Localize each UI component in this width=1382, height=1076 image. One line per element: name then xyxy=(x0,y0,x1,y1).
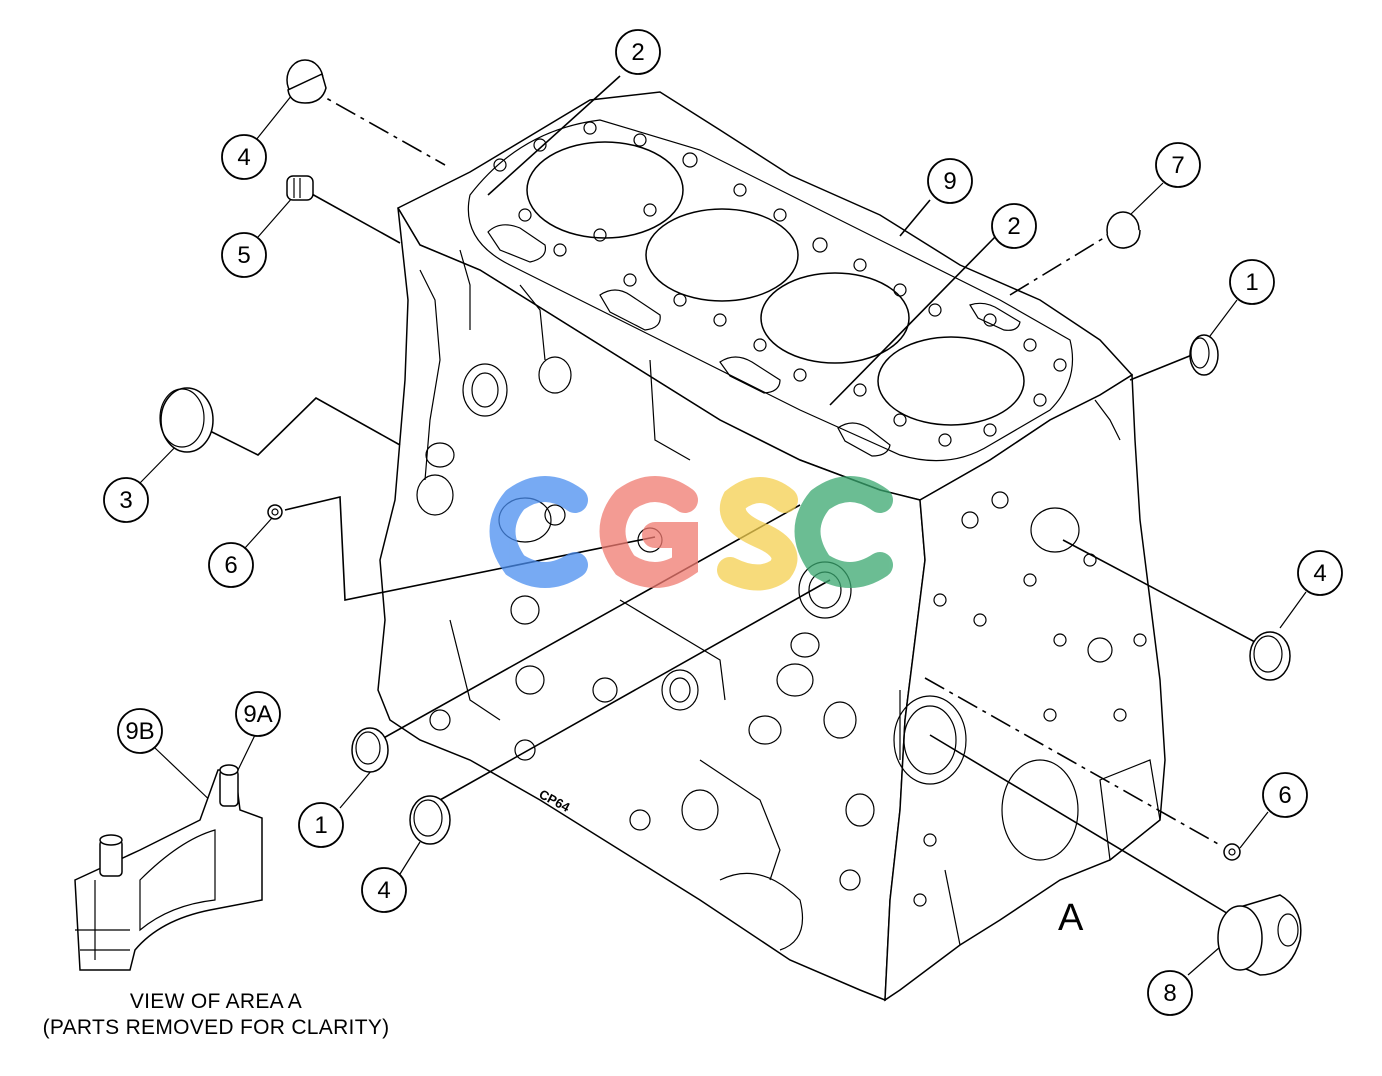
callout-circle xyxy=(615,29,661,75)
engine-block xyxy=(377,91,1166,1002)
callout-circle xyxy=(103,477,149,523)
callout-circle xyxy=(235,691,281,737)
callout-c4c: 4 xyxy=(361,867,407,913)
callout-circle xyxy=(221,232,267,278)
callout-circle xyxy=(991,203,1037,249)
area-label: A xyxy=(1058,897,1084,939)
callout-label: 3 xyxy=(119,487,132,514)
plug-3 xyxy=(159,387,214,453)
callout-circle xyxy=(117,708,163,754)
callout-circle xyxy=(1297,550,1343,596)
callout-circle xyxy=(1147,970,1193,1016)
plug-1-top-right xyxy=(1189,334,1219,376)
callout-c6b: 6 xyxy=(1262,772,1308,818)
callout-circle xyxy=(1155,142,1201,188)
caption-line-1: VIEW OF AREA A xyxy=(129,990,303,1013)
callout-label: 9B xyxy=(125,718,154,745)
cylinder-bore-3 xyxy=(760,272,910,364)
callout-circle xyxy=(927,158,973,204)
plug-5 xyxy=(286,175,314,201)
callout-c5: 5 xyxy=(221,232,267,278)
callout-circle xyxy=(1262,772,1308,818)
plug-6-right xyxy=(1223,843,1241,861)
callout-c2a: 2 xyxy=(615,29,661,75)
callout-c9b: 9B xyxy=(117,708,163,754)
callout-c1a: 1 xyxy=(1229,259,1275,305)
plug-7 xyxy=(1106,211,1141,249)
callout-label: 9A xyxy=(243,701,272,728)
callout-label: 4 xyxy=(377,877,390,904)
callout-circle xyxy=(221,134,267,180)
callout-bubbles: 2 4 5 9 7 2 1 3 6 4 9B 9A 1 4 6 8 xyxy=(103,29,1343,1016)
plug-4-bottom xyxy=(409,795,451,845)
callout-label: 8 xyxy=(1163,980,1176,1007)
cylinder-bore-2 xyxy=(645,208,799,302)
callout-circle xyxy=(361,867,407,913)
deck-holes xyxy=(493,121,1067,447)
callout-circle xyxy=(1229,259,1275,305)
callout-c9: 9 xyxy=(927,158,973,204)
callout-label: 4 xyxy=(237,144,250,171)
callout-label: 4 xyxy=(1313,560,1326,587)
callout-label: 1 xyxy=(314,812,327,839)
bearing-sleeve-8 xyxy=(1217,894,1302,976)
callout-c9a: 9A xyxy=(235,691,281,737)
cylinder-bore-4 xyxy=(877,336,1025,426)
callout-c3: 3 xyxy=(103,477,149,523)
callout-label: 7 xyxy=(1171,152,1184,179)
block-right-face xyxy=(884,373,1166,1002)
callout-label: 5 xyxy=(237,242,250,269)
plug-4-top xyxy=(286,59,327,104)
watermark-logo xyxy=(489,476,893,591)
callout-label: 1 xyxy=(1245,269,1258,296)
cylinder-bore-1 xyxy=(526,141,684,239)
callout-c1b: 1 xyxy=(298,802,344,848)
callout-label: 2 xyxy=(631,39,644,66)
block-right-details xyxy=(893,399,1161,946)
caption-line-2: (PARTS REMOVED FOR CLARITY) xyxy=(42,1016,390,1039)
block-left-face xyxy=(377,207,926,1002)
callout-c6a: 6 xyxy=(208,542,254,588)
block-left-details xyxy=(416,249,901,951)
callout-c8: 8 xyxy=(1147,970,1193,1016)
loose-parts xyxy=(159,59,1302,976)
callout-label: 9 xyxy=(943,168,956,195)
callout-circle xyxy=(208,542,254,588)
detail-view-area-a xyxy=(74,764,263,971)
plug-1-bottom-left xyxy=(351,727,389,773)
callout-c2b: 2 xyxy=(991,203,1037,249)
callout-label: 2 xyxy=(1007,213,1020,240)
plug-4-right xyxy=(1249,631,1291,681)
callout-c4b: 4 xyxy=(1297,550,1343,596)
callout-c7: 7 xyxy=(1155,142,1201,188)
callout-label: 6 xyxy=(224,552,237,579)
plug-6-left xyxy=(267,504,283,520)
callout-c4a: 4 xyxy=(221,134,267,180)
leader-lines xyxy=(139,75,1307,976)
callout-circle xyxy=(298,802,344,848)
callout-label: 6 xyxy=(1278,782,1291,809)
